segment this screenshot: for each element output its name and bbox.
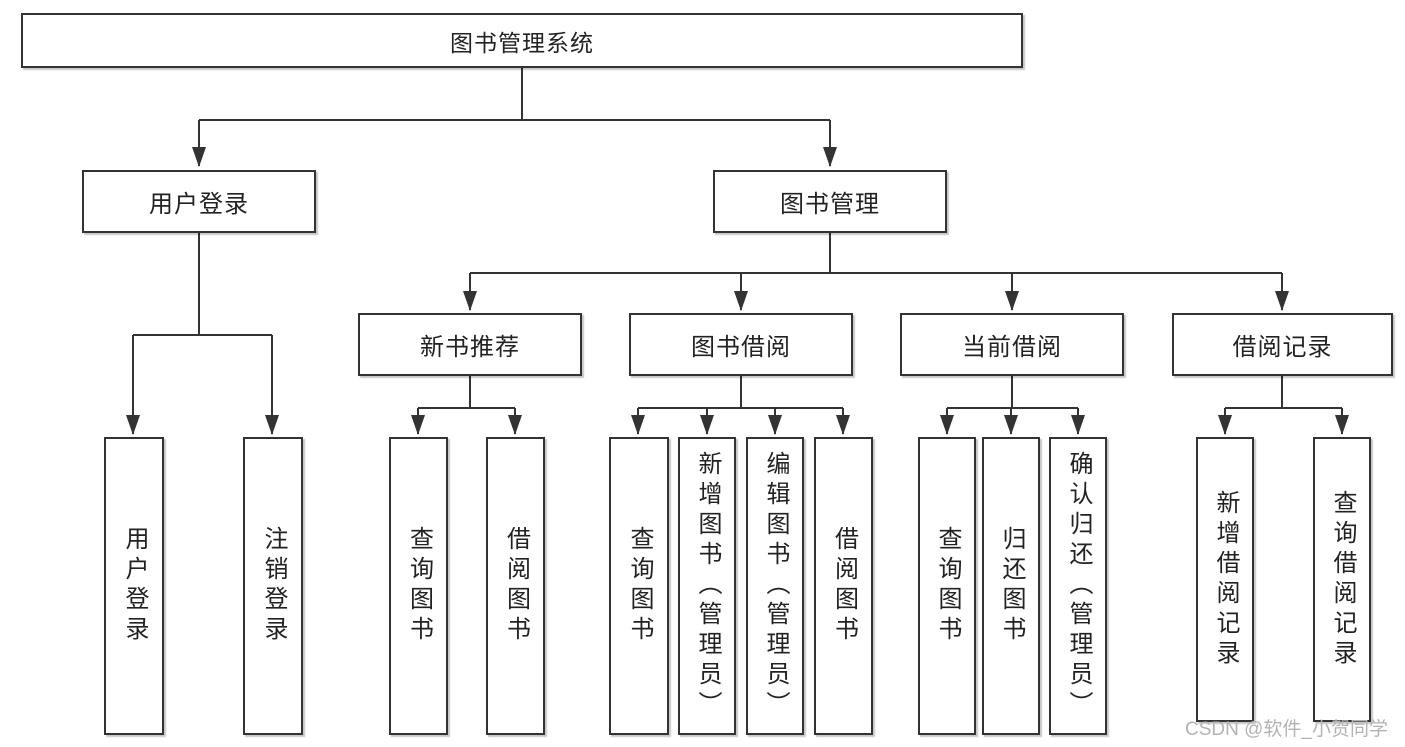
node-current-borrow: 当前借阅	[900, 313, 1124, 376]
leaf-label: 归还图书	[998, 526, 1025, 646]
node-user-login: 用户登录	[82, 170, 316, 233]
leaf-label: 借阅图书	[502, 526, 530, 646]
leaf-borrow-books-borrow: 借阅图书	[814, 437, 873, 735]
leaf-label: 新增借阅记录	[1212, 489, 1239, 670]
leaf-query-books-current: 查询图书	[918, 437, 976, 735]
leaf-return-books: 归还图书	[982, 437, 1040, 735]
leaf-borrow-books-recommend: 借阅图书	[486, 437, 545, 735]
node-library-system: 图书管理系统	[21, 13, 1023, 68]
leaf-logout: 注销登录	[243, 437, 303, 735]
connector-group-book-management	[463, 233, 1289, 311]
node-book-borrow: 图书借阅	[629, 313, 853, 376]
node-new-book-recommend: 新书推荐	[358, 313, 582, 376]
leaf-label: 借阅图书	[830, 526, 858, 646]
leaf-add-book-admin: 新增图书（管理员）	[678, 437, 736, 735]
leaf-label: 确认归还（管理员）	[1065, 451, 1092, 721]
node-label: 图书借阅	[691, 334, 791, 361]
leaf-user-login: 用户登录	[104, 437, 164, 735]
node-book-management: 图书管理	[713, 170, 947, 233]
node-label: 当前借阅	[962, 334, 1062, 361]
node-borrow-records: 借阅记录	[1172, 313, 1393, 376]
leaf-label: 查询图书	[626, 526, 653, 646]
leaf-label: 查询图书	[934, 526, 961, 646]
leaf-query-borrow-record: 查询借阅记录	[1313, 437, 1371, 722]
leaf-label: 编辑图书（管理员）	[762, 451, 789, 721]
leaf-edit-book-admin: 编辑图书（管理员）	[746, 437, 804, 735]
leaf-label: 注销登录	[260, 526, 287, 646]
node-label: 用户登录	[149, 191, 249, 218]
leaf-confirm-return-admin: 确认归还（管理员）	[1049, 437, 1107, 735]
leaf-query-books-borrow: 查询图书	[609, 437, 669, 735]
connector-group-borrow-records	[1218, 376, 1349, 435]
connector-group-current-borrow	[940, 376, 1085, 435]
leaf-add-borrow-record: 新增借阅记录	[1196, 437, 1254, 722]
connector-group-root	[192, 68, 837, 167]
connector-group-new-book	[411, 376, 522, 435]
leaf-label: 查询图书	[405, 526, 433, 646]
node-label: 新书推荐	[420, 334, 520, 361]
watermark: CSDN @软件_小贺同学	[1185, 719, 1388, 740]
leaf-label: 新增图书（管理员）	[694, 451, 721, 721]
leaf-query-books-recommend: 查询图书	[389, 437, 448, 735]
connector-group-book-borrow	[631, 376, 850, 435]
node-label: 借阅记录	[1232, 334, 1333, 361]
connector-group-user-login	[126, 233, 279, 435]
node-label: 图书管理系统	[450, 29, 594, 56]
leaf-label: 用户登录	[121, 526, 148, 646]
leaf-label: 查询借阅记录	[1329, 489, 1356, 670]
node-label: 图书管理	[780, 191, 880, 218]
